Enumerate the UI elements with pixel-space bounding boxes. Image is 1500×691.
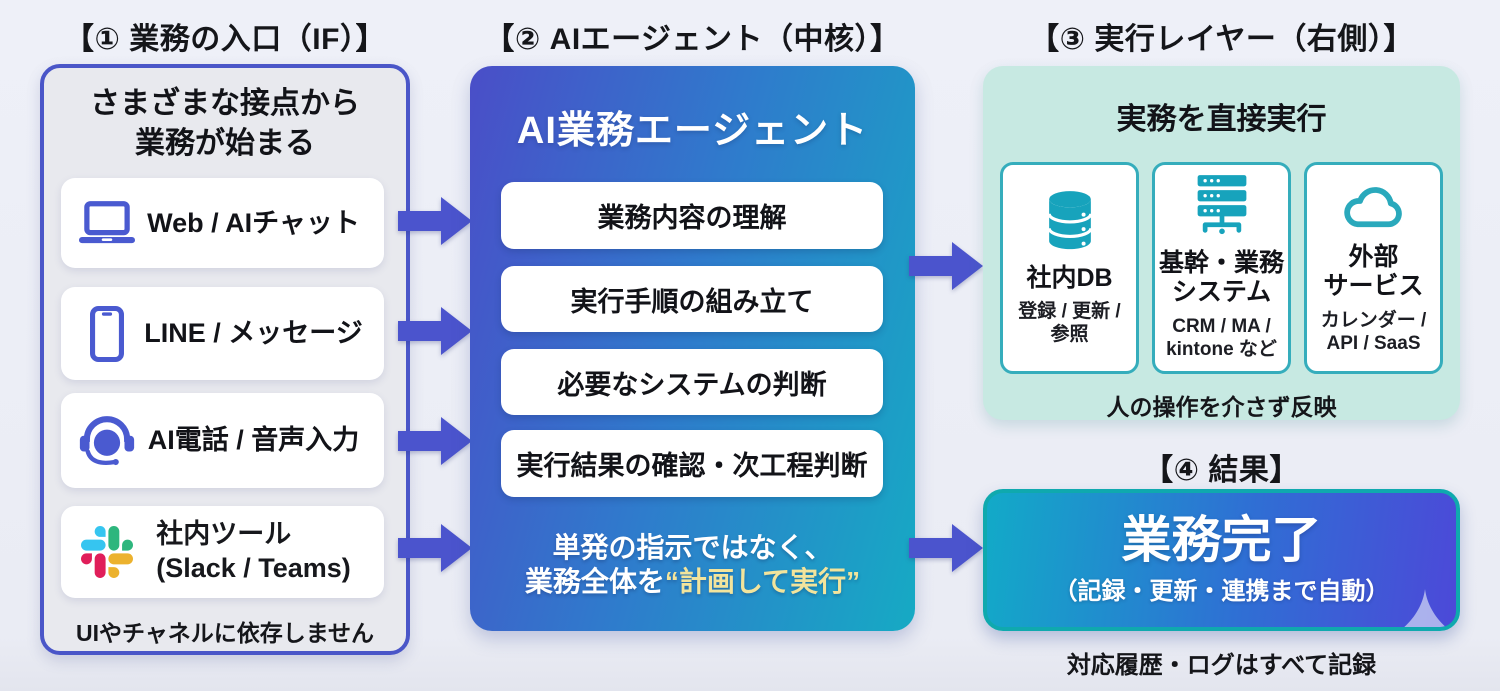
result-subtitle: （記録・更新・連携まで自動） (1053, 577, 1390, 605)
agent-panel (470, 66, 915, 631)
entry-item-label-line1: 社内ツール (156, 519, 292, 550)
entry-item-web-chat: Web / AIチャット (61, 178, 384, 268)
entry-heading-line1: さまざまな接点から (90, 87, 360, 120)
flow-arrow-agent-to-result (909, 524, 983, 572)
agent-panel-title: AI業務エージェント (516, 110, 869, 152)
execution-card-internal-db: 社内DB 登録 / 更新 / 参照 (1000, 162, 1139, 374)
entry-heading-line2: 業務が始まる (135, 126, 315, 160)
agent-column-header: 【② AIエージェント（中核）】 (484, 23, 901, 56)
server-icon (1192, 174, 1252, 242)
result-title: 業務完了 (1121, 512, 1322, 569)
result-box: 業務完了 （記録・更新・連携まで自動） (983, 489, 1460, 631)
smartphone-icon (75, 305, 139, 363)
execution-card-title: 基幹・業務 システム (1158, 248, 1284, 307)
entry-item-ai-phone: AI電話 / 音声入力 (61, 393, 384, 488)
slack-icon (75, 526, 139, 578)
agent-note-line1: 単発の指示ではなく、 (552, 532, 833, 563)
entry-item-label: 社内ツール (Slack / Teams) (139, 518, 368, 586)
laptop-icon (75, 201, 139, 245)
execution-column-header: 【③ 実行レイヤー（右側）】 (1029, 23, 1414, 56)
flow-arrow-agent-to-execution (909, 242, 983, 290)
agent-panel-note: 単発の指示ではなく、 業務全体を“計画して実行” (470, 531, 915, 599)
execution-panel-footer: 人の操作を介さず反映 (1106, 394, 1337, 420)
flow-arrow-entry-2 (398, 307, 472, 355)
execution-card-subtitle: カレンダー / API / SaaS (1320, 309, 1427, 354)
entry-item-line-message: LINE / メッセージ (61, 287, 384, 380)
entry-panel-heading: さまざまな接点から 業務が始まる (40, 84, 410, 163)
entry-column-header: 【① 業務の入口（IF）】 (64, 23, 386, 56)
agent-note-line2-prefix: 業務全体を (524, 566, 665, 598)
agent-step-1: 業務内容の理解 (501, 182, 883, 249)
execution-card-external-services: 外部 サービス カレンダー / API / SaaS (1304, 162, 1443, 374)
agent-step-3: 必要なシステムの判断 (501, 349, 883, 415)
entry-panel-footer: UIやチャネルに依存しません (75, 620, 375, 646)
entry-item-label: Web / AIチャット (147, 207, 360, 238)
agent-note-line2: 業務全体を“計画して実行” (470, 565, 915, 599)
execution-card-title: 社内DB (1026, 263, 1113, 292)
execution-card-title: 外部 サービス (1323, 242, 1424, 301)
entry-item-label: AI電話 / 音声入力 (147, 425, 360, 456)
execution-card-subtitle: 登録 / 更新 / 参照 (1018, 301, 1121, 346)
entry-item-internal-tools: 社内ツール (Slack / Teams) (61, 506, 384, 598)
execution-card-subtitle: CRM / MA / kintone など (1166, 315, 1277, 360)
cloud-icon (1341, 181, 1407, 236)
execution-cards-row: 社内DB 登録 / 更新 / 参照 基幹・業務 システム CRM / MA / … (983, 162, 1460, 374)
entry-item-label-line2: (Slack / Teams) (156, 553, 351, 583)
agent-step-4: 実行結果の確認・次工程判断 (501, 430, 883, 497)
result-footer: 対応履歴・ログはすべて記録 (1066, 652, 1377, 679)
agent-step-2: 実行手順の組み立て (501, 266, 883, 332)
entry-item-label: LINE / メッセージ (144, 318, 363, 349)
flow-arrow-entry-1 (398, 197, 472, 245)
execution-panel-title: 実務を直接実行 (1116, 103, 1327, 136)
result-column-header: 【④ 結果】 (1143, 454, 1300, 487)
flow-arrow-entry-4 (398, 524, 472, 572)
database-icon (1041, 190, 1099, 257)
flow-arrow-entry-3 (398, 417, 472, 465)
corner-sparkle-icon (1404, 589, 1446, 627)
execution-card-core-systems: 基幹・業務 システム CRM / MA / kintone など (1152, 162, 1291, 374)
agent-note-line2-highlight: “計画して実行” (664, 566, 861, 598)
headset-icon (75, 413, 139, 469)
